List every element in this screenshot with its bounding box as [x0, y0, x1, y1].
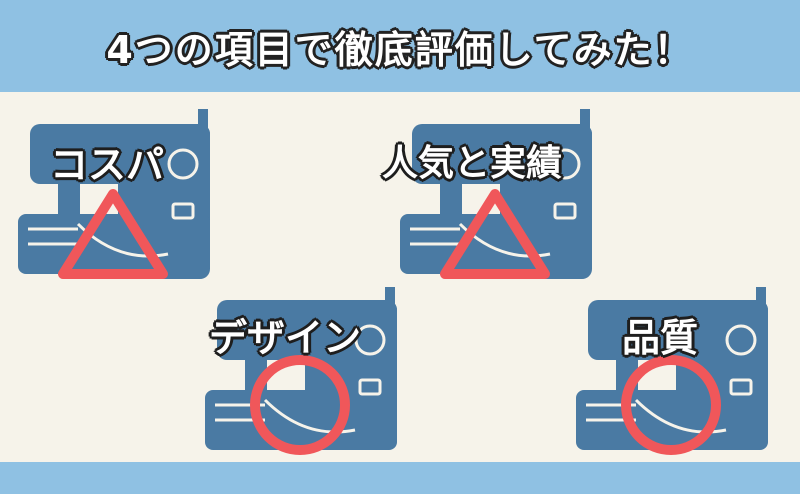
rating-label: コスパ [50, 143, 165, 187]
rating-card-cost: コスパ [18, 104, 218, 284]
sewing-machine-icon [400, 109, 592, 279]
rating-label: 人気と実績 [382, 143, 563, 184]
rating-mark-circle [621, 355, 721, 455]
sewing-machine-icon [18, 109, 210, 279]
title-banner: 4つの項目で徹底評価してみた！ [0, 0, 800, 92]
rating-label: 品質 [622, 316, 699, 360]
rating-mark-circle [250, 355, 350, 455]
rating-card-quality: 品質 [576, 285, 776, 460]
rating-card-popularity: 人気と実績 [382, 104, 600, 284]
bottom-banner [0, 462, 800, 494]
rating-card-design: デザイン [205, 285, 405, 460]
rating-mark-triangle [440, 189, 550, 279]
page-title: 4つの項目で徹底評価してみた！ [106, 27, 694, 72]
rating-label: デザイン [209, 316, 362, 360]
rating-mark-triangle [58, 189, 168, 279]
